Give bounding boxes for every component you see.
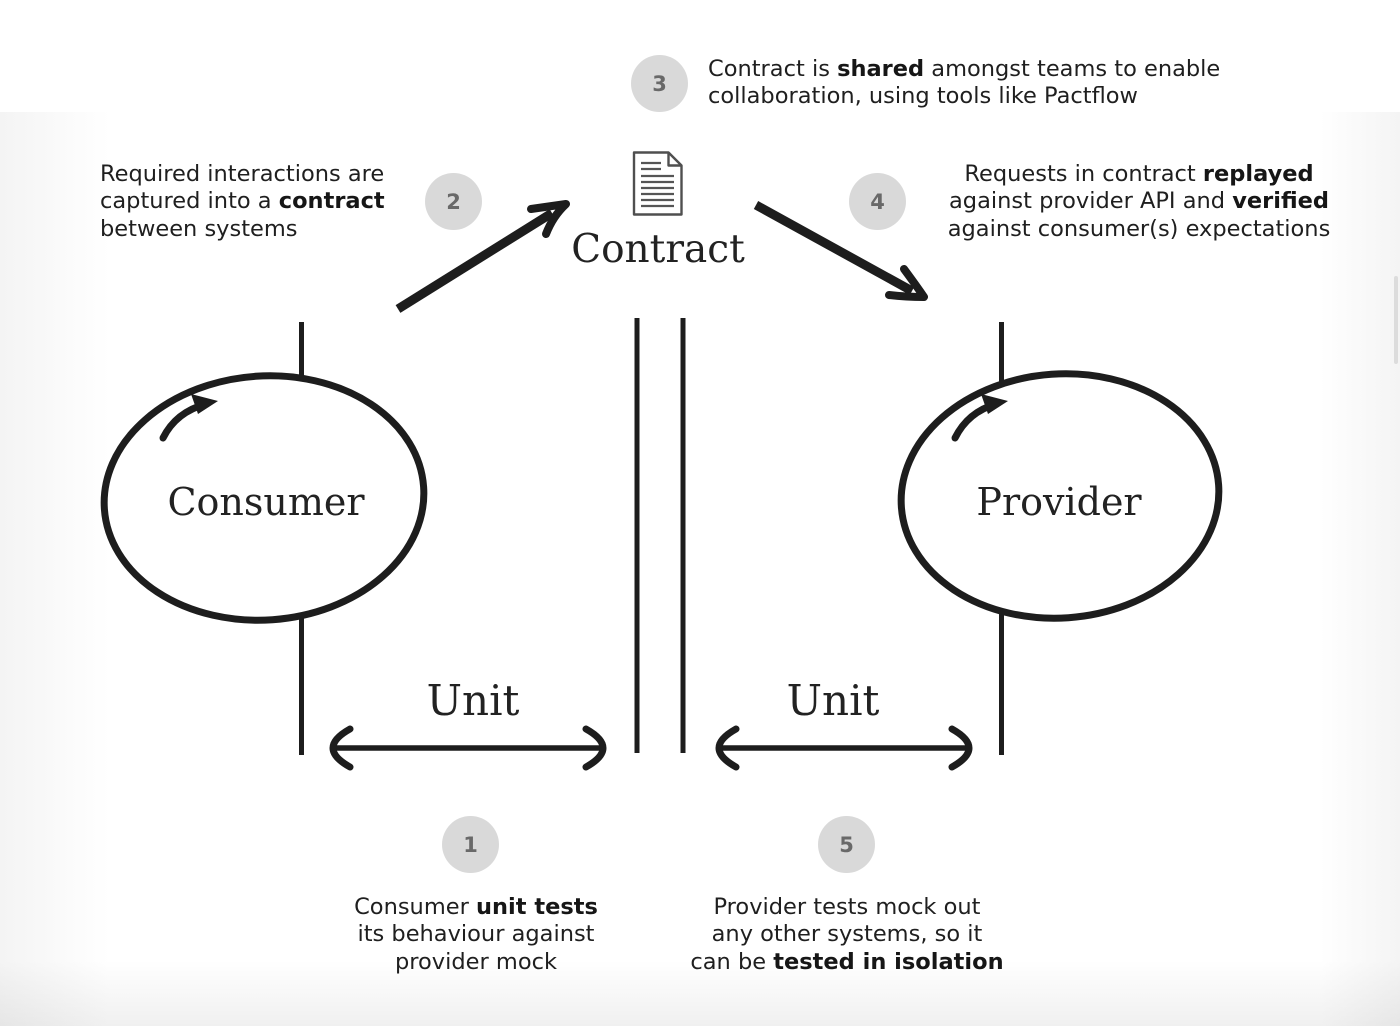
step-badge-3: 3: [631, 55, 688, 112]
contract-label: Contract: [571, 227, 745, 272]
note-text: captured into a: [100, 188, 279, 215]
step-badge-5: 5: [818, 816, 875, 873]
note-requests-replayed: Requests in contract replayed against pr…: [948, 161, 1331, 243]
note-contract-shared: Contract is shared amongst teams to enab…: [708, 56, 1220, 111]
note-text-bold: shared: [837, 56, 925, 82]
note-text-bold: replayed: [1202, 161, 1314, 187]
arrow-contract-to-provider: [753, 201, 928, 301]
note-text: amongst teams to enable: [924, 56, 1221, 82]
step-badge-2: 2: [425, 173, 482, 230]
step-badge-4: 4: [849, 173, 906, 230]
note-text: against consumer(s) expectations: [947, 215, 1331, 242]
note-text: can be: [690, 948, 774, 975]
document-icon: [632, 151, 683, 216]
note-text: Contract is: [708, 56, 838, 82]
note-text: between systems: [100, 215, 298, 242]
note-text-bold: verified: [1232, 188, 1329, 215]
consumer-ellipse: [100, 372, 428, 624]
unit-arrow-right: [715, 725, 973, 771]
provider-ellipse: [897, 370, 1223, 622]
note-text-bold: unit tests: [475, 894, 598, 920]
note-text: provider mock: [395, 948, 557, 975]
note-consumer-unit-tests: Consumer unit tests its behaviour agains…: [354, 894, 598, 976]
note-provider-isolation: Provider tests mock out any other system…: [690, 894, 1003, 976]
note-text: its behaviour against: [357, 921, 595, 948]
note-text: collaboration, using tools like Pactflow: [708, 83, 1138, 110]
scrollbar-thumb[interactable]: [1394, 276, 1398, 364]
note-text: any other systems, so it: [711, 921, 983, 948]
unit-arrow-left: [329, 725, 607, 771]
note-text: Required interactions are: [100, 161, 385, 187]
arrow-consumer-to-contract: [395, 200, 570, 313]
note-text: Provider tests mock out: [713, 894, 981, 920]
note-text: Consumer: [354, 894, 476, 920]
note-text-bold: tested in isolation: [773, 948, 1004, 975]
note-interactions-captured: Required interactions are captured into …: [100, 161, 385, 243]
boundary-lines: [634, 318, 686, 753]
consumer-label: Consumer: [167, 480, 365, 524]
provider-label: Provider: [976, 480, 1142, 524]
unit-label-left: Unit: [426, 676, 520, 725]
unit-label-right: Unit: [786, 676, 880, 725]
step-badge-1: 1: [442, 816, 499, 873]
note-text: against provider API and: [949, 188, 1233, 215]
note-text: Requests in contract: [964, 161, 1203, 187]
note-text-bold: contract: [278, 188, 385, 215]
